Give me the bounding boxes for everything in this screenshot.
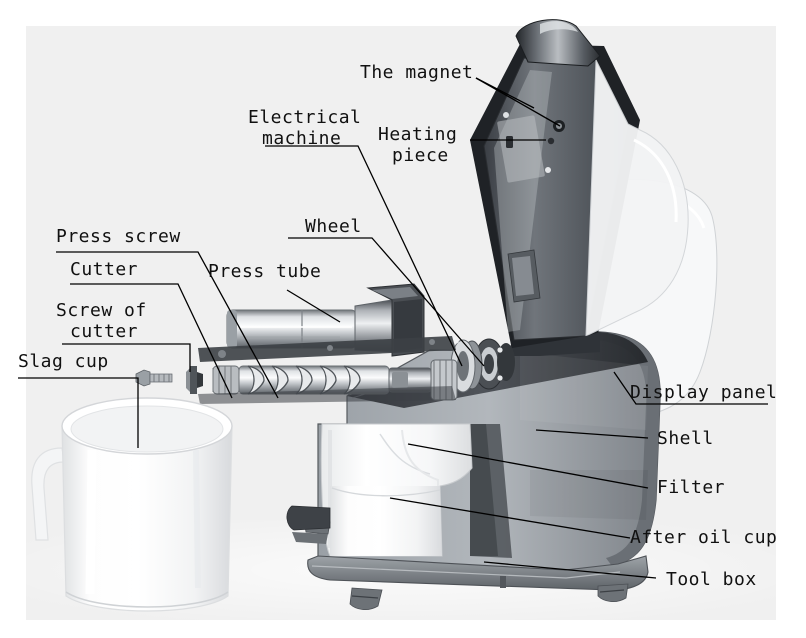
tool-box-base	[286, 505, 649, 610]
label-screw-of-cutter-line1: Screw of	[56, 300, 147, 321]
mount-rail	[198, 336, 456, 404]
label-the-magnet: The magnet	[360, 62, 474, 83]
label-heating-piece-line2: piece	[392, 145, 449, 166]
slag-cup	[31, 397, 233, 612]
label-display-panel: Display panel	[630, 382, 778, 403]
label-electrical-machine-line2: machine	[262, 128, 342, 149]
leader-lines	[18, 77, 768, 579]
label-electrical-machine-line1: Electrical	[248, 107, 362, 128]
screw-of-cutter-part	[135, 369, 173, 387]
label-cutter: Cutter	[70, 259, 139, 280]
cutter-part	[186, 366, 203, 394]
label-tool-box: Tool box	[666, 569, 757, 590]
label-heating-piece-line1: Heating	[378, 124, 458, 145]
label-press-tube: Press tube	[208, 261, 322, 282]
label-screw-of-cutter-line2: cutter	[70, 321, 139, 342]
label-slag-cup: Slag cup	[18, 351, 109, 372]
label-press-screw: Press screw	[56, 226, 181, 247]
label-after-oil-cup: After oil cup	[630, 527, 778, 548]
display-panel-assembly	[470, 19, 689, 356]
label-wheel: Wheel	[305, 216, 362, 237]
label-shell: Shell	[657, 428, 714, 449]
label-filter: Filter	[657, 477, 726, 498]
